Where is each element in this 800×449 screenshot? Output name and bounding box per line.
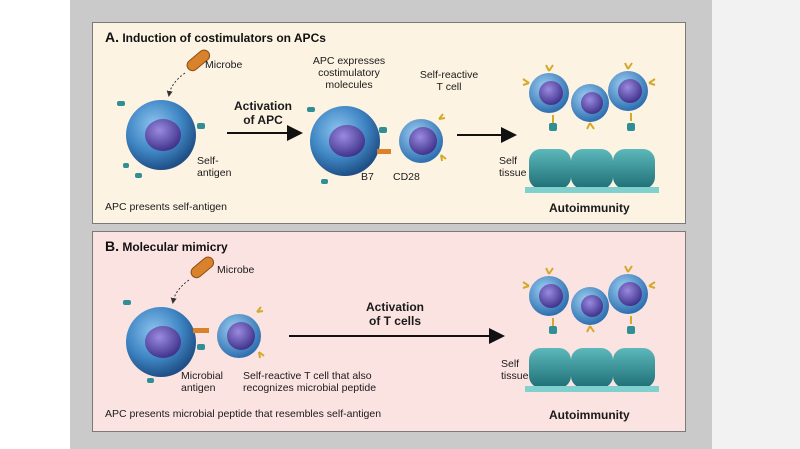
panel-b-title: B. Molecular mimicry — [105, 238, 228, 254]
self-antigen-label: Self- antigen — [197, 155, 232, 179]
b7-label: B7 — [361, 171, 374, 183]
microbial-antigen-label: Microbial antigen — [181, 370, 224, 394]
activation-of-t-cells-label: Activation of T cells — [365, 300, 424, 328]
apc-cell-icon — [123, 300, 209, 383]
panel-molecular-mimicry: B. Molecular mimicry Microbe Microbial a… — [92, 231, 686, 432]
self-reactive-t-cell-label: Self-reactive T cell — [419, 69, 479, 93]
panel-b-caption: APC presents microbial peptide that rese… — [105, 408, 382, 420]
panel-a-illustration — [117, 49, 659, 193]
t-cell-icon — [399, 113, 447, 163]
apc-cell-icon — [307, 106, 391, 184]
apc-cell-icon — [117, 100, 205, 178]
activation-of-apc-label: Activation of APC — [233, 99, 292, 127]
panel-b-illustration — [123, 256, 659, 392]
panel-b-outcome: Autoimmunity — [549, 408, 630, 422]
microbe-icon — [186, 49, 211, 72]
page-margin — [712, 0, 800, 449]
microbe-label: Microbe — [217, 264, 255, 276]
self-tissue-label: Self tissue — [499, 155, 527, 179]
tissue-cell-icon — [525, 348, 659, 392]
microbe-label: Microbe — [205, 59, 243, 71]
panel-a-caption: APC presents self-antigen — [105, 201, 227, 213]
t-cell-icon — [522, 265, 656, 334]
cd28-label: CD28 — [393, 171, 420, 183]
apc-expresses-label: APC expresses costimulatory molecules — [312, 55, 386, 91]
t-cell-icon — [217, 306, 265, 359]
panel-a-outcome: Autoimmunity — [549, 201, 630, 215]
self-tissue-label: Self tissue — [501, 358, 529, 382]
tissue-cell-icon — [525, 149, 659, 193]
microbe-icon — [190, 256, 215, 279]
panel-a-title: A. Induction of costimulators on APCs — [105, 29, 326, 45]
self-reactive-t-cell-label: Self-reactive T cell that also recognize… — [243, 370, 377, 394]
panel-induction-of-costimulators: A. Induction of costimulators on APCs Mi… — [92, 22, 686, 224]
t-cell-icon — [522, 62, 656, 131]
